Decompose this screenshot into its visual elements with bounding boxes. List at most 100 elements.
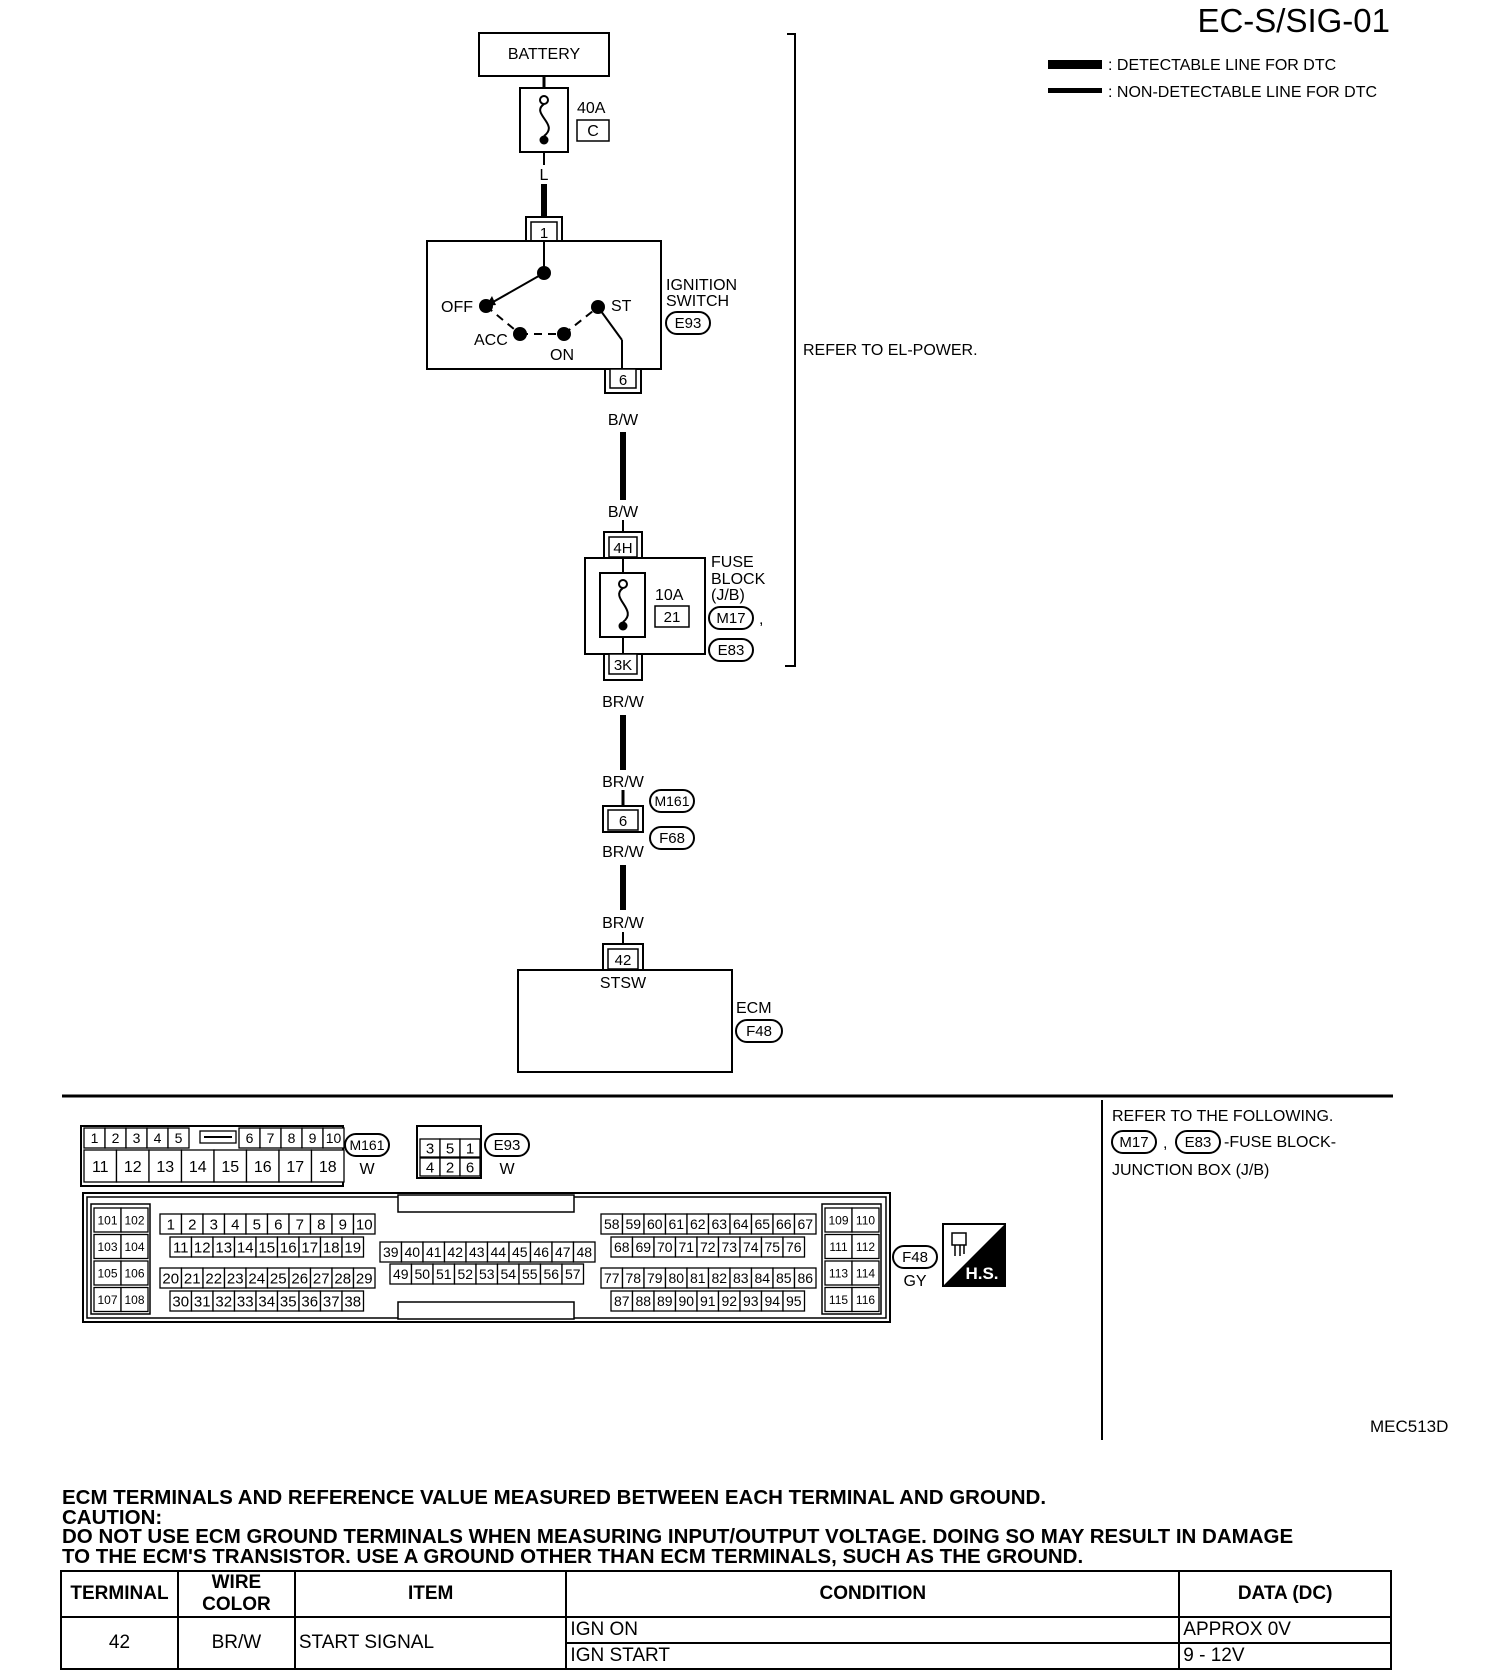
ecm-label: ECM bbox=[736, 1000, 772, 1017]
pin-label: 39 bbox=[383, 1244, 399, 1260]
pin-label: 8 bbox=[288, 1130, 296, 1146]
pin-label: 63 bbox=[711, 1216, 727, 1232]
pin-label: 84 bbox=[754, 1270, 770, 1286]
pin-cell bbox=[851, 1260, 880, 1286]
pin-cell bbox=[824, 1207, 853, 1233]
wire-bw-label-top: B/W bbox=[608, 412, 639, 429]
pin-label: 7 bbox=[296, 1216, 304, 1233]
joint-pin-6 bbox=[607, 809, 639, 831]
pin-label: 36 bbox=[301, 1293, 318, 1310]
note-line-3: DO NOT USE ECM GROUND TERMINALS WHEN MEA… bbox=[62, 1525, 1294, 1548]
battery-label: BATTERY bbox=[508, 46, 581, 63]
f48-id: F48 bbox=[902, 1249, 928, 1266]
fuse-40a-id-box bbox=[576, 119, 610, 142]
pin-cell bbox=[793, 1213, 817, 1235]
joint-conn-m161 bbox=[649, 789, 695, 813]
pin-cell bbox=[572, 1241, 596, 1263]
pin-label: 11 bbox=[92, 1159, 109, 1176]
legend-detectable-label: : DETECTABLE LINE FOR DTC bbox=[1108, 57, 1336, 74]
f48-badge bbox=[892, 1245, 938, 1269]
fuse-40a bbox=[519, 87, 569, 153]
cell-terminal: 42 bbox=[60, 1616, 179, 1670]
pin-label: 5 bbox=[253, 1216, 261, 1233]
fuse-10a-id: 21 bbox=[664, 609, 681, 626]
wire-brw-label-1: BR/W bbox=[602, 694, 645, 711]
pin-label: 10 bbox=[356, 1216, 373, 1233]
pin-label: 106 bbox=[124, 1266, 144, 1280]
note-line-2: CAUTION: bbox=[62, 1505, 163, 1529]
pin-cell bbox=[459, 1157, 481, 1177]
ign-pos-st: ST bbox=[611, 298, 632, 315]
pin-cell bbox=[793, 1267, 817, 1289]
pin-label: 12 bbox=[124, 1159, 142, 1176]
pin-label: 32 bbox=[215, 1293, 232, 1310]
cell-item: START SIGNAL bbox=[293, 1616, 568, 1670]
m161-badge bbox=[344, 1133, 390, 1157]
pin-cell bbox=[824, 1286, 853, 1313]
ecm-terminal-table: TERMINAL WIRE COLOR ITEM CONDITION DATA … bbox=[60, 1570, 1392, 1670]
note-line-1: ECM TERMINALS AND REFERENCE VALUE MEASUR… bbox=[62, 1486, 1047, 1509]
pin-label: 2 bbox=[446, 1159, 454, 1176]
pin-label: 22 bbox=[205, 1270, 222, 1287]
pin-label: 20 bbox=[162, 1270, 179, 1287]
pin-label: 90 bbox=[678, 1293, 694, 1309]
col-condition: CONDITION bbox=[565, 1570, 1181, 1618]
pin-label: 115 bbox=[829, 1293, 848, 1307]
pin-label: 25 bbox=[270, 1270, 287, 1287]
pin-cell bbox=[851, 1233, 880, 1260]
pin-label: 60 bbox=[647, 1216, 663, 1232]
fuse-block-conn-e83 bbox=[708, 638, 754, 662]
pin-label: 27 bbox=[313, 1270, 330, 1287]
legend-nondetectable-label: : NON-DETECTABLE LINE FOR DTC bbox=[1108, 84, 1377, 101]
fuse-40a-id: C bbox=[587, 123, 599, 140]
legend-nondetectable-swatch bbox=[1048, 88, 1102, 93]
figure-id: MEC513D bbox=[1370, 1417, 1448, 1436]
pin-label: 74 bbox=[743, 1239, 759, 1255]
col-wire-color: WIRE COLOR bbox=[176, 1570, 296, 1618]
svg-text:E83: E83 bbox=[718, 642, 745, 659]
pin-label: 3 bbox=[210, 1216, 218, 1233]
pin-label: 68 bbox=[614, 1239, 630, 1255]
fuse-10a-id-box bbox=[654, 605, 690, 628]
pin-label: 6 bbox=[246, 1130, 254, 1146]
svg-text:H.S.: H.S. bbox=[965, 1264, 998, 1283]
pin-cell bbox=[782, 1290, 806, 1312]
ecm-connector-badge bbox=[735, 1019, 783, 1043]
pin-label: 43 bbox=[469, 1244, 485, 1260]
pin-label: 5 bbox=[446, 1140, 454, 1157]
pin-label: 11 bbox=[173, 1239, 189, 1256]
cell-data: APPROX 0V bbox=[1178, 1616, 1392, 1644]
ignition-name-1: IGNITION bbox=[666, 277, 737, 294]
joint-conn-f68 bbox=[649, 826, 695, 850]
ignition-name-2: SWITCH bbox=[666, 293, 729, 310]
fuse-10a bbox=[599, 572, 646, 638]
ecm-box bbox=[517, 969, 733, 1073]
pin-label: 64 bbox=[733, 1216, 749, 1232]
pin-label: 46 bbox=[533, 1244, 549, 1260]
pin-label: 9 bbox=[339, 1216, 347, 1233]
pin-label: 17 bbox=[286, 1159, 304, 1176]
pin-label: 14 bbox=[189, 1159, 207, 1176]
pin-label: 110 bbox=[856, 1213, 875, 1227]
svg-text:M161: M161 bbox=[654, 793, 689, 809]
pin-label: 69 bbox=[635, 1239, 651, 1255]
pin-label: 87 bbox=[614, 1293, 630, 1309]
ign-pos-acc: ACC bbox=[474, 332, 508, 349]
pin-label: 5 bbox=[175, 1130, 183, 1146]
col-data: DATA (DC) bbox=[1178, 1570, 1392, 1618]
pin-label: 2 bbox=[112, 1130, 120, 1146]
pin-label: 1 bbox=[91, 1130, 99, 1146]
cell-condition: IGN ON bbox=[565, 1616, 1181, 1644]
f48-key-bottom bbox=[397, 1301, 575, 1320]
pin-label: 83 bbox=[733, 1270, 749, 1286]
pin-cell bbox=[93, 1286, 122, 1313]
pin-cell bbox=[120, 1233, 149, 1260]
pin-label: 101 bbox=[97, 1213, 117, 1227]
svg-text:6: 6 bbox=[619, 372, 627, 389]
pin-label: 108 bbox=[124, 1293, 144, 1307]
refer-conn-e83 bbox=[1175, 1130, 1221, 1154]
pin-cell bbox=[322, 1127, 345, 1149]
pin-label: 89 bbox=[657, 1293, 673, 1309]
